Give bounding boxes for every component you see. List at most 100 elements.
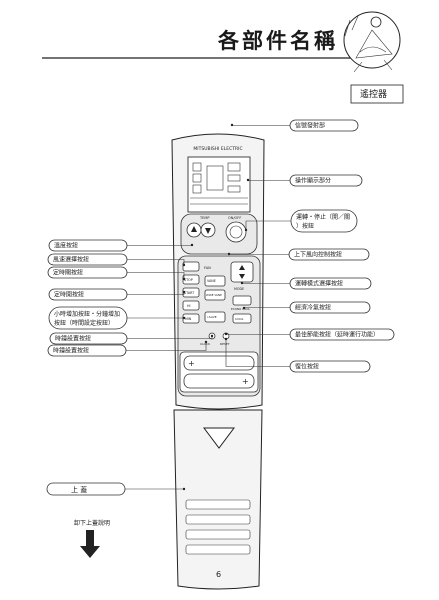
section-label: 遙控器 — [360, 88, 387, 100]
callout-label: 運轉模式選擇按鈕 — [295, 280, 343, 288]
callout-leader — [225, 339, 290, 367]
svg-text:CLOCK: CLOCK — [200, 342, 211, 346]
callout-layer: 信號發射部操作顯示部分運轉・停止（開／關）按鈕溫度按鈕上下風向控制按鈕風速選擇按… — [47, 119, 395, 373]
svg-text:WIDE VANE: WIDE VANE — [206, 293, 222, 297]
callout-dot — [182, 263, 186, 267]
svg-text:TEMP: TEMP — [199, 216, 209, 220]
callout-0: 信號發射部 — [230, 119, 359, 132]
callout-8: 定時開按鈕 — [48, 288, 186, 301]
callout-leader — [231, 125, 290, 126]
callout-label: 溫度按鈕 — [54, 242, 78, 250]
battery-plus-2: + — [242, 377, 249, 386]
callout-label: 定時開按鈕 — [54, 291, 84, 299]
callout-dot — [240, 281, 244, 285]
callout-dot — [244, 228, 248, 232]
vane-button[interactable]: VANE — [204, 275, 226, 287]
callout-dot — [182, 290, 186, 294]
callout-dot — [246, 178, 250, 182]
page-title: 各部件名稱 — [217, 29, 338, 53]
callout-dot — [242, 306, 246, 310]
cover-slot-1 — [185, 499, 251, 510]
page-number: 6 — [216, 570, 221, 579]
callout-label: 操作顯示部分 — [295, 177, 331, 185]
callout-4: 上下風向控制按鈕 — [227, 248, 370, 261]
remote-control: MITSUBISHI ELECTRIC TEMP ON/OFF — [171, 133, 265, 410]
callout-7: 定時關按鈕 — [47, 266, 186, 281]
svg-text:STOP: STOP — [184, 278, 193, 282]
display-icons — [190, 162, 248, 205]
cover-slot-2 — [185, 514, 251, 525]
reader-illustration — [343, 11, 401, 73]
callout-dot — [224, 332, 228, 336]
callout-leader — [126, 342, 207, 351]
callout-10: 小時增加按鈕・分鐘增加按鈕（時間設定按鈕） — [48, 306, 186, 330]
svg-text:HI: HI — [187, 304, 190, 308]
svg-text:i-SAVE: i-SAVE — [207, 315, 217, 319]
i-save-button[interactable]: i-SAVE — [204, 311, 226, 323]
callout-14: 時鐘設置按鈕 — [47, 340, 208, 357]
callout-1: 操作顯示部分 — [246, 174, 363, 187]
svg-text:START: START — [184, 291, 195, 295]
callout-label: 上下風向控制按鈕 — [294, 251, 342, 259]
cool-button[interactable]: COOL — [232, 313, 252, 324]
svg-text:COOL: COOL — [235, 317, 244, 321]
callout-leader — [127, 259, 185, 265]
cover-removal-note: 卸下上蓋說明 — [74, 519, 110, 558]
remote-brand: MITSUBISHI ELECTRIC — [193, 146, 242, 152]
callout-label: 時鐘設置按鈕 — [55, 335, 91, 343]
callout-13: 復位按鈕 — [224, 337, 371, 373]
callout-dot — [224, 337, 228, 341]
cover-slot-3 — [185, 529, 251, 540]
callout-dot — [204, 340, 208, 344]
section-box: 遙控器 — [350, 84, 404, 104]
wide-vane-button[interactable]: WIDE VANE — [204, 289, 226, 301]
callout-label: 風速選擇按鈕 — [53, 256, 89, 264]
cover-triangle-mark — [203, 427, 235, 449]
callout-dot — [227, 252, 231, 256]
callout-label: 復位按鈕 — [295, 363, 319, 371]
cover-slot-4 — [185, 544, 251, 555]
down-arrow-icon — [80, 530, 100, 558]
callout-dot — [182, 277, 186, 281]
callout-leader — [245, 220, 291, 230]
page-header: 各部件名稱 — [42, 11, 401, 73]
cover-callout: 上 蓋 — [46, 482, 186, 496]
stop-timer-button[interactable]: STOP — [182, 274, 200, 285]
callout-dot — [230, 123, 234, 127]
svg-text:VANE: VANE — [207, 279, 216, 283]
callout-label: 經濟冷氣按鈕 — [295, 304, 331, 312]
start-timer-button[interactable]: START — [182, 287, 200, 298]
callout-label: 小時增加按鈕・分鐘增加按鈕（時間設定按鈕） — [54, 310, 120, 327]
callout-label: 定時關按鈕 — [53, 269, 83, 277]
callout-label: 信號發射部 — [295, 122, 325, 130]
battery-plus-1: + — [188, 359, 195, 368]
svg-text:RESET: RESET — [220, 342, 230, 346]
callout-3: 溫度按鈕 — [48, 239, 194, 252]
callout-2: 運轉・停止（開／關）按鈕 — [244, 209, 358, 233]
svg-text:ECONO COOL: ECONO COOL — [231, 307, 250, 311]
callout-dot — [210, 334, 214, 338]
callout-6: 運轉模式選擇按鈕 — [240, 277, 372, 290]
callout-5: 風速選擇按鈕 — [47, 253, 186, 267]
minute-button[interactable]: MIN — [182, 313, 200, 324]
fan-speed-button[interactable]: FAN — [182, 261, 211, 272]
svg-text:MIN: MIN — [185, 317, 192, 321]
callout-11: 時鐘設置按鈕 — [49, 332, 214, 345]
remote-cover — [173, 409, 263, 590]
svg-text:MODE: MODE — [234, 287, 244, 291]
hour-button[interactable]: HI — [182, 300, 200, 311]
callout-dot — [190, 243, 194, 247]
callout-label: 最佳節能按鈕（延時運行功能） — [295, 331, 379, 339]
callout-9: 經濟冷氣按鈕 — [242, 301, 371, 314]
callout-12: 最佳節能按鈕（延時運行功能） — [224, 328, 395, 341]
econo-cool-button[interactable]: ECONO COOL — [231, 295, 252, 311]
callout-leader — [127, 272, 185, 279]
temp-button-group[interactable]: TEMP — [186, 216, 216, 238]
on-off-button[interactable]: ON/OFF — [225, 216, 247, 243]
svg-text:ON/OFF: ON/OFF — [228, 216, 241, 220]
callout-dot — [182, 316, 186, 320]
cover-label: 上 蓋 — [71, 485, 87, 494]
callout-label: 時鐘設置按鈕 — [53, 347, 89, 355]
svg-text:FAN: FAN — [204, 266, 211, 270]
